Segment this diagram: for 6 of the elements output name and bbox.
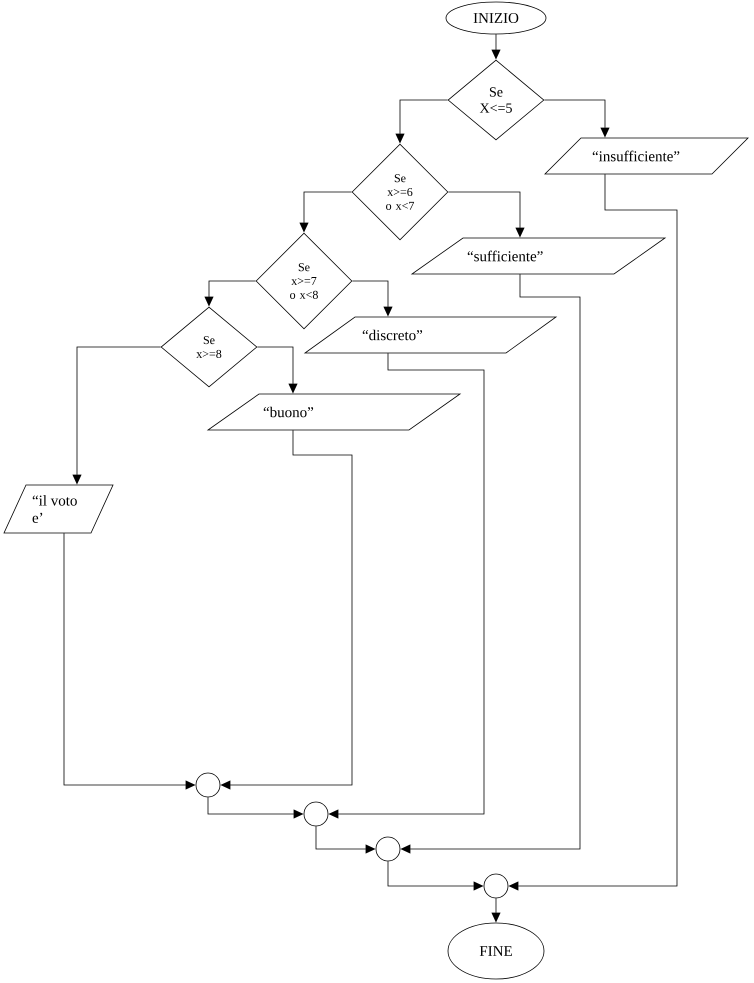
terminal-oval: INIZIO <box>446 2 546 34</box>
connector-circle <box>376 836 400 862</box>
connector-circle <box>196 772 220 798</box>
terminal-oval: FINE <box>448 922 544 980</box>
connector-circle <box>484 874 508 898</box>
connector-circle <box>304 802 328 826</box>
